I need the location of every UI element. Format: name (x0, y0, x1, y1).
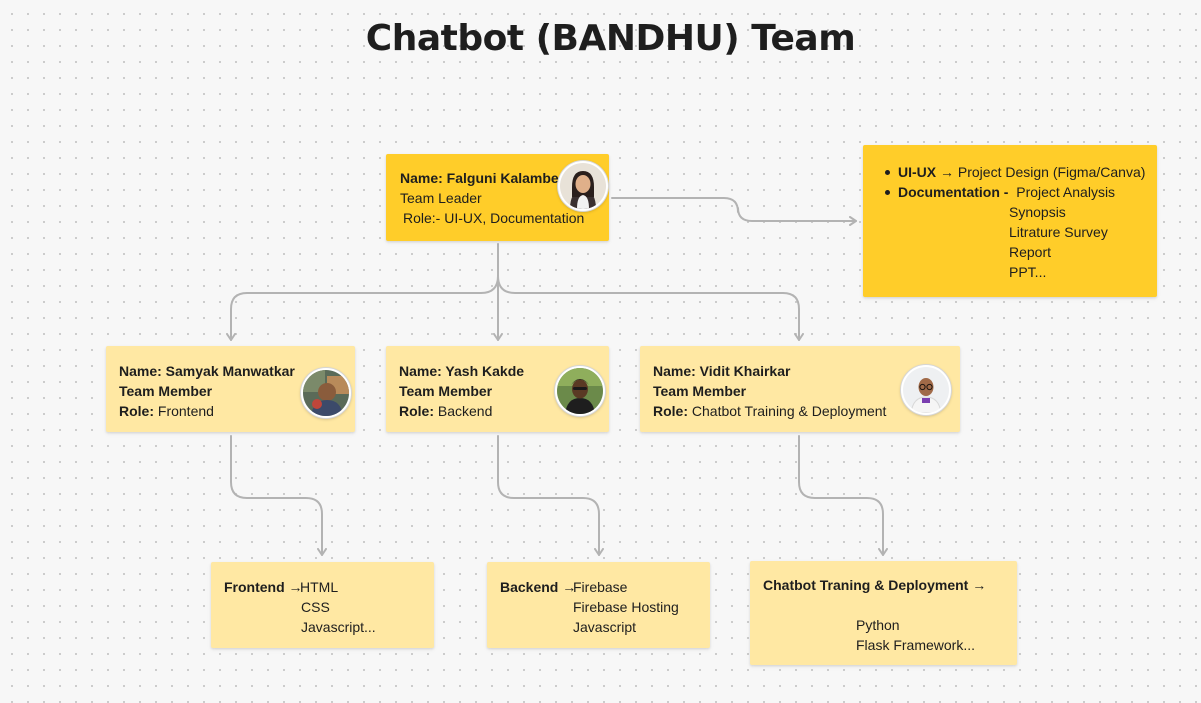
duty-uiux: UI-UX → Project Design (Figma/Canva) (882, 162, 1157, 182)
frontend-heading: Frontend → (224, 579, 303, 595)
member-position: Team Member (119, 383, 213, 399)
member-role-label: Role: (399, 403, 434, 419)
member-card-samyak[interactable]: Name: Samyak Manwatkar Team Member Role:… (106, 346, 355, 432)
member-role: Role: Backend (399, 401, 609, 421)
leader-avatar (558, 161, 608, 211)
duty-uiux-label: UI-UX → (898, 164, 954, 180)
member-role-value: Frontend (157, 403, 214, 419)
backend-item-js: Javascript (573, 619, 637, 635)
member-role: Role: Chatbot Training & Deployment (653, 401, 960, 421)
member-position: Team Member (399, 383, 493, 399)
member-role: Role: Frontend (119, 401, 355, 421)
chatbot-item-flask: Flask Framework... (856, 637, 976, 653)
doc-item-survey: Litrature Survey (1009, 224, 1108, 240)
member-card-yash[interactable]: Name: Yash Kakde Team Member Role: Backe… (386, 346, 609, 432)
duty-uiux-text: Project Design (Figma/Canva) (957, 164, 1146, 180)
member-name: Name: Samyak Manwatkar (119, 363, 295, 379)
backend-item-hosting: Firebase Hosting (573, 599, 679, 615)
connector-to-samyak (226, 275, 499, 341)
backend-heading: Backend → (500, 579, 577, 595)
duty-documentation: Documentation - Project Analysis (882, 182, 1157, 202)
frontend-detail-row: Frontend →HTML (224, 577, 434, 597)
duty-documentation-text: Project Analysis (1016, 184, 1116, 200)
vidit-avatar (901, 365, 951, 415)
leader-role: Role:- UI-UX, Documentation (403, 210, 585, 226)
frontend-item-css: CSS (301, 599, 330, 615)
frontend-detail-card[interactable]: Frontend →HTML CSS Javascript... (211, 562, 434, 648)
leader-duties-list: UI-UX → Project Design (Figma/Canva) Doc… (882, 162, 1157, 202)
member-role-label: Role: (653, 403, 688, 419)
connector-yash-to-backend (497, 435, 604, 556)
connector-to-vidit (497, 275, 804, 341)
yash-avatar (555, 366, 605, 416)
doc-item-report: Report (1009, 244, 1052, 260)
chatbot-item-python: Python (856, 617, 900, 633)
member-role-label: Role: (119, 403, 154, 419)
page-title: Chatbot (BANDHU) Team (365, 18, 856, 59)
member-name: Name: Yash Kakde (399, 363, 525, 379)
backend-detail-row: Backend →Firebase (500, 577, 710, 597)
frontend-item-js: Javascript... (301, 619, 376, 635)
chatbot-heading: Chatbot Traning & Deployment → (763, 577, 987, 593)
duty-documentation-label: Documentation - (898, 184, 1009, 200)
connector-samyak-to-frontend (230, 435, 327, 556)
member-name: Name: Vidit Khairkar (653, 363, 791, 379)
doc-item-synopsis: Synopsis (1009, 204, 1066, 220)
chatbot-detail-card[interactable]: Chatbot Traning & Deployment → Python Fl… (750, 561, 1017, 665)
samyak-avatar (301, 368, 351, 418)
member-role-value: Chatbot Training & Deployment (691, 403, 887, 419)
member-role-value: Backend (437, 403, 493, 419)
leader-position: Team Leader (400, 190, 482, 206)
leader-duties-card[interactable]: UI-UX → Project Design (Figma/Canva) Doc… (863, 145, 1157, 297)
connector-vidit-to-chatbot (798, 435, 888, 556)
leader-name: Name: Falguni Kalambe (400, 170, 559, 186)
connector-leader-to-duties (611, 197, 857, 226)
frontend-item-html: HTML (300, 579, 339, 595)
chatbot-spacer (763, 595, 1017, 615)
member-position: Team Member (653, 383, 747, 399)
leader-card[interactable]: Name: Falguni Kalambe Team Leader Role:-… (386, 154, 609, 241)
backend-detail-card[interactable]: Backend →Firebase Firebase Hosting Javas… (487, 562, 710, 648)
backend-item-firebase: Firebase (573, 579, 628, 595)
doc-item-ppt: PPT... (1009, 264, 1047, 280)
member-card-vidit[interactable]: Name: Vidit Khairkar Team Member Role: C… (640, 346, 960, 432)
